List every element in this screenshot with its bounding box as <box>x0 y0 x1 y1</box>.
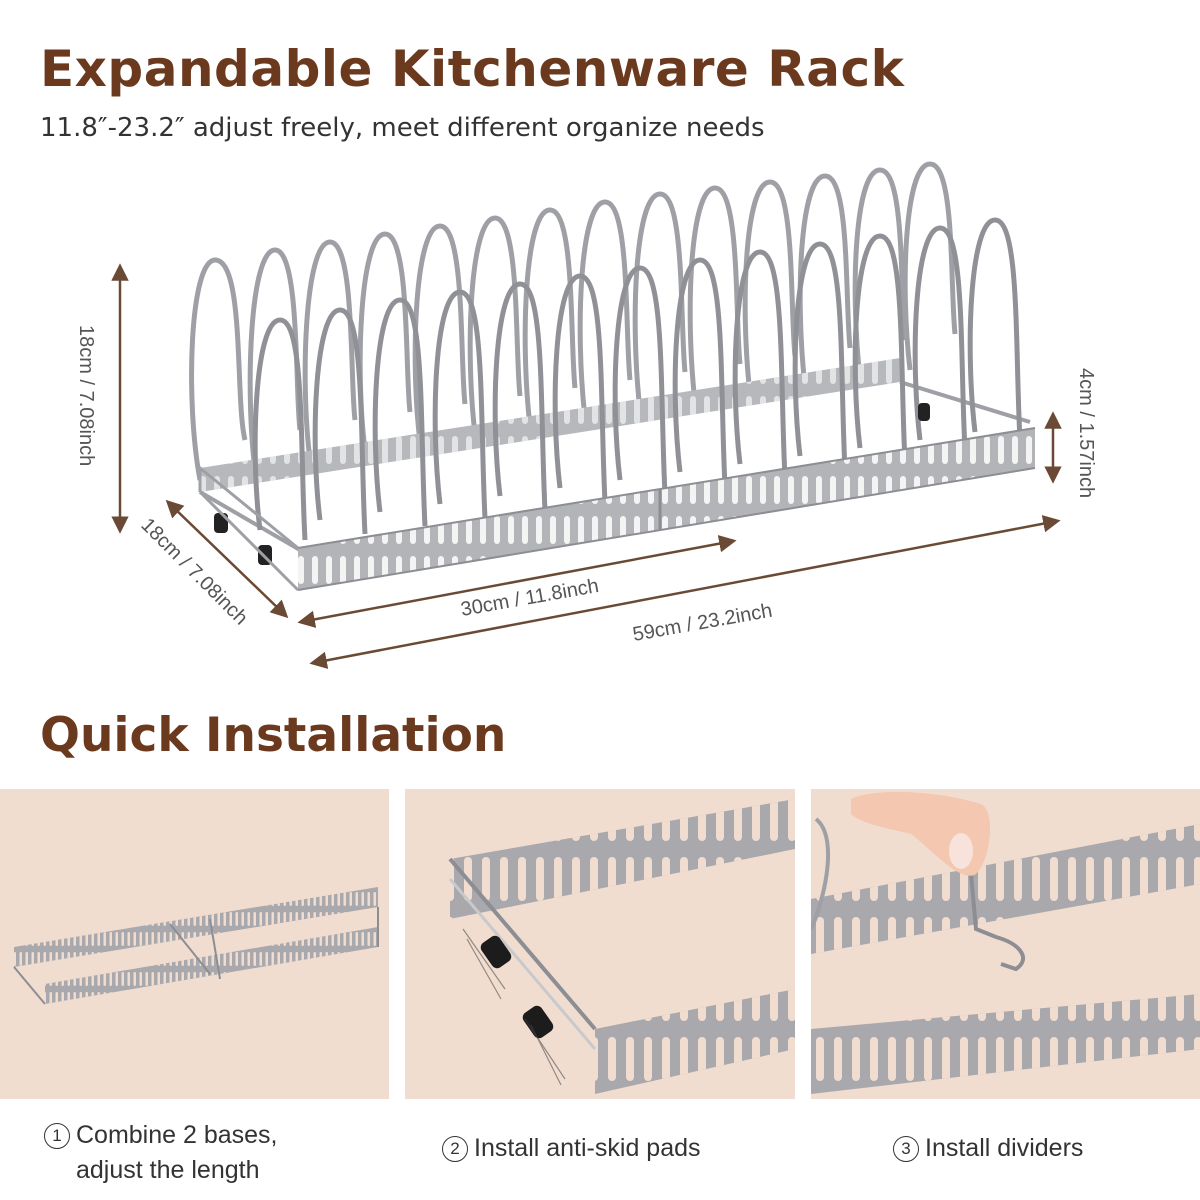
step-3-number: 3 <box>893 1136 919 1162</box>
page-subtitle: 11.8″-23.2″ adjust freely, meet differen… <box>40 113 765 143</box>
step-2-number: 2 <box>442 1136 468 1162</box>
step-3-line1: Install dividers <box>925 1134 1084 1162</box>
max-length-label: 59cm / 23.2inch <box>631 600 774 646</box>
page-title: Expandable Kitchenware Rack <box>40 40 905 98</box>
step-1-number: 1 <box>44 1123 70 1149</box>
divider-wires-front <box>252 217 1023 541</box>
installation-title: Quick Installation <box>40 708 507 763</box>
dimension-arrows <box>111 263 1062 669</box>
step-2-line1: Install anti-skid pads <box>474 1134 701 1162</box>
max-length-arrow <box>309 515 1061 669</box>
step-3-image <box>811 789 1200 1099</box>
anti-skid-pad <box>480 935 554 1039</box>
step-1-line2: adjust the length <box>76 1156 260 1184</box>
hand <box>851 792 991 876</box>
base-height-label: 4cm / 1.57inch <box>1075 368 1097 498</box>
height-label: 18cm / 7.08inch <box>75 325 97 466</box>
step-1-image <box>0 789 389 1099</box>
step-2-image <box>405 789 795 1099</box>
rack-illustration: 18cm / 7.08inch 18cm / 7.08inch 4cm / 1.… <box>75 161 1097 669</box>
min-length-label: 30cm / 11.8inch <box>459 575 600 621</box>
depth-label: 18cm / 7.08inch <box>136 514 251 629</box>
step-1-line1: Combine 2 bases, <box>76 1121 278 1149</box>
divider-hook <box>969 873 1025 972</box>
depth-arrow <box>165 499 289 619</box>
